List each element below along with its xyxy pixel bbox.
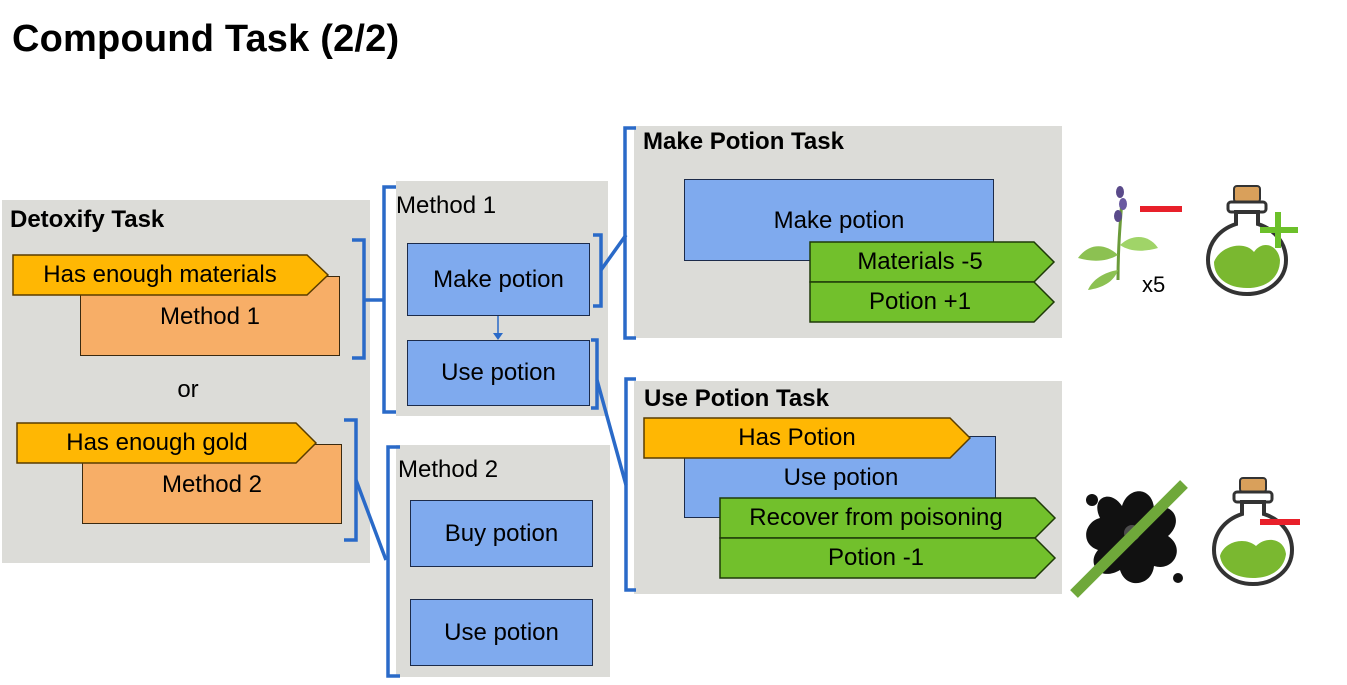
effect-recover-label: Recover from poisoning: [749, 504, 1003, 531]
method1-make-potion-box: Make potion: [407, 243, 590, 316]
effect-materials-label: Materials -5: [857, 248, 983, 275]
use-potion-task-title: Use Potion Task: [644, 385, 829, 412]
method1-panel-title: Method 1: [396, 192, 497, 219]
effect-potion-plus-label: Potion +1: [868, 288, 972, 315]
herb-count-label: x5: [1142, 272, 1166, 297]
detoxify-task-title: Detoxify Task: [10, 206, 165, 233]
potion-minus-icon: [1211, 477, 1300, 587]
poison-crossed-icon: [1070, 480, 1188, 598]
method2-use-potion-box: Use potion: [410, 599, 593, 666]
precondition-has-potion-label: Has Potion: [738, 424, 856, 451]
use-potion-action-label: Use potion: [783, 464, 899, 491]
method1-use-potion-box: Use potion: [407, 340, 590, 406]
effect-tag-potion-plus: [809, 281, 1056, 323]
herb-minus-icon: [1140, 206, 1182, 212]
condition-materials-label: Has enough materials: [43, 261, 277, 288]
precondition-tag-has-potion: [643, 417, 972, 459]
condition-tag-gold: [16, 422, 318, 464]
make-potion-task-title: Make Potion Task: [643, 128, 844, 155]
method2-buy-potion-box: Buy potion: [410, 500, 593, 567]
condition-tag-materials: [12, 254, 330, 296]
condition-gold-label: Has enough gold: [66, 429, 248, 456]
herb-icon: [1078, 186, 1158, 290]
method2-panel-title: Method 2: [398, 456, 499, 483]
page-title: Compound Task (2/2): [12, 18, 400, 60]
sequence-arrow: [493, 316, 503, 340]
effect-tag-potion-minus: [719, 537, 1057, 579]
effect-tag-materials: [809, 241, 1056, 283]
potion-plus-icon: [1205, 185, 1298, 297]
effect-potion-minus-label: Potion -1: [827, 544, 925, 571]
effect-tag-recover: [719, 497, 1057, 539]
or-label: or: [177, 376, 199, 403]
